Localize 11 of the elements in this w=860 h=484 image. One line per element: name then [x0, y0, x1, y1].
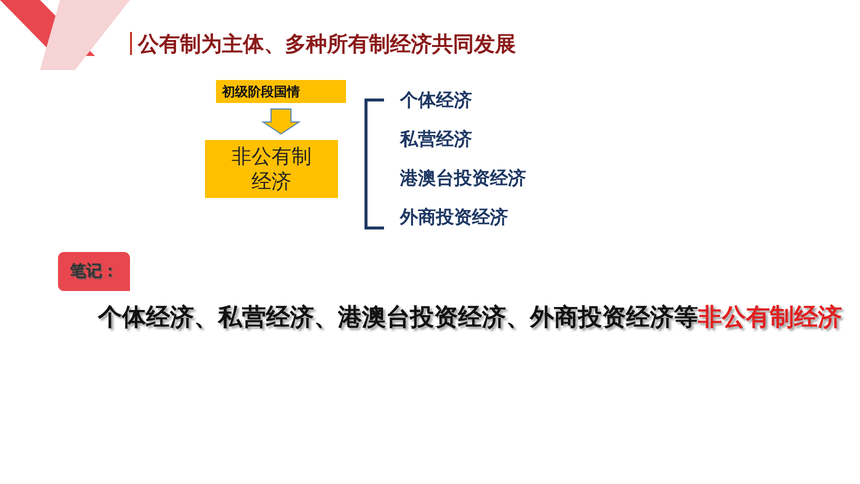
list-item: 港澳台投资经济 [400, 167, 526, 190]
notes-tag: 笔记： [58, 252, 130, 291]
list-item: 私营经济 [400, 128, 472, 151]
stage-box: 初级阶段国情 [216, 80, 346, 103]
list-item: 外商投资经济 [400, 206, 508, 229]
note-text: 个体经济、私营经济、港澳台投资经济、外商投资经济等 [98, 302, 698, 331]
list-item: 个体经济 [400, 89, 472, 112]
highlight-text: 非公有制经济 [698, 302, 842, 331]
block-arrow [261, 108, 301, 135]
process-box: 非公有制经济 [205, 140, 338, 198]
slide-title: 公有制为主体、多种所有制经济共同发展 [138, 30, 516, 58]
